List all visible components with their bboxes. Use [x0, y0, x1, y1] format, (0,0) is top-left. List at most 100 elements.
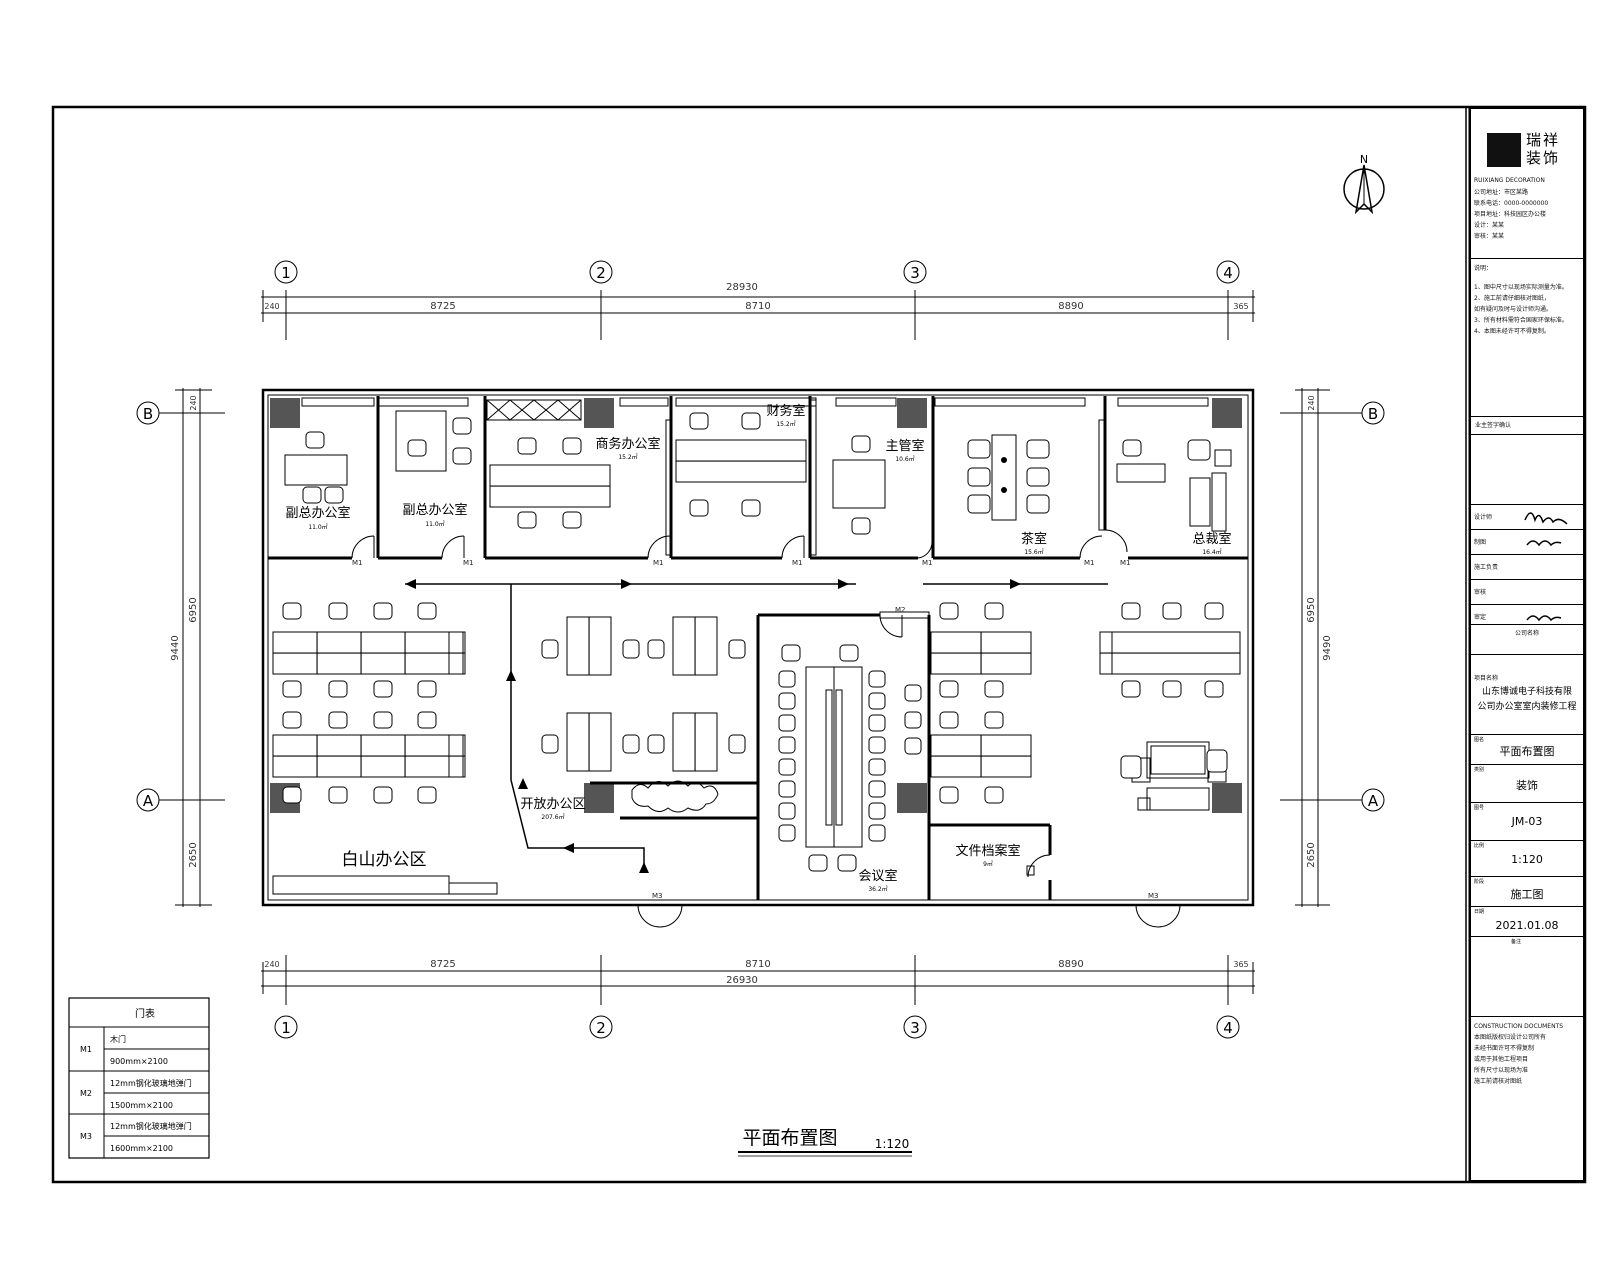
svg-text:A: A	[143, 792, 154, 810]
chair	[1121, 602, 1141, 620]
chair	[417, 711, 437, 729]
chair	[728, 734, 746, 754]
project-section: 项目名称 山东博诚电子科技有限 公司办公室室内装修工程	[1471, 655, 1583, 735]
dim-left-total: 9440	[170, 635, 181, 660]
chair	[373, 711, 393, 729]
chair	[1122, 439, 1142, 457]
note-line: 1、图中尺寸以现场实际测量为准。	[1474, 284, 1568, 291]
chair	[778, 824, 796, 842]
axis-bubble-B-left: B	[136, 401, 160, 425]
desk	[448, 734, 464, 778]
chair	[868, 714, 886, 732]
room-area: 16.4㎡	[1202, 548, 1221, 556]
chair	[778, 780, 796, 798]
staff-role: 制图	[1474, 538, 1487, 546]
dim-left-seg: 240	[189, 395, 198, 410]
chair	[305, 431, 325, 449]
drawing-name-label: 图名	[1474, 737, 1485, 743]
chair	[868, 758, 886, 776]
chair	[741, 499, 761, 517]
dim-right-seg: 240	[1307, 395, 1316, 410]
chair	[984, 786, 1004, 804]
door-tag: M3	[1148, 892, 1159, 900]
footer-section: CONSTRUCTION DOCUMENTS 本图纸版权归设计公司所有 未经书面…	[1471, 1017, 1583, 1161]
axis-bubble-4: 4	[1216, 260, 1240, 284]
chair	[778, 692, 796, 710]
axis-bubble-A-right: A	[1361, 788, 1385, 812]
chair	[1162, 680, 1182, 698]
staff-role: 审定	[1474, 613, 1487, 621]
room-label-business-office: 商务办公室	[595, 436, 660, 452]
svg-text:4: 4	[1223, 1019, 1233, 1037]
chair	[967, 439, 991, 459]
chair	[328, 602, 348, 620]
drawing-name-section: 图名 平面布置图	[1471, 735, 1583, 765]
staff-role: 施工负责	[1474, 563, 1499, 571]
chair	[417, 786, 437, 804]
company-label: 公司名称	[1514, 630, 1539, 637]
axis-bubble-1: 1	[274, 260, 298, 284]
chair	[904, 711, 922, 729]
chair	[781, 644, 801, 662]
room-label-manager: 主管室	[885, 438, 924, 454]
project-label: 项目名称	[1474, 675, 1499, 682]
flow-arrow-icons	[405, 579, 1021, 873]
planter	[631, 780, 719, 813]
axis-bubble-1-bottom: 1	[274, 1015, 298, 1039]
chair	[541, 639, 559, 659]
signature-icon	[1526, 615, 1562, 622]
chair	[417, 680, 437, 698]
chair	[939, 711, 959, 729]
dim-top-seg: 365	[1233, 302, 1248, 311]
dim-top-total: 28930	[726, 282, 758, 293]
chair	[1206, 749, 1228, 773]
bottom-dimensions	[261, 955, 1255, 1005]
top-dimensions	[261, 290, 1255, 340]
stage-section: 阶段 施工图	[1471, 877, 1583, 907]
axis-bubble-3: 3	[903, 260, 927, 284]
desk	[284, 454, 348, 486]
chair	[282, 711, 302, 729]
room-area: 11.0㎡	[425, 520, 444, 528]
chair	[328, 680, 348, 698]
door-tag: M1	[653, 559, 664, 567]
chair	[689, 412, 709, 430]
staff-role: 设计师	[1474, 513, 1493, 521]
dim-bottom-seg: 8890	[1058, 959, 1083, 970]
notes-section: 说明： 1、图中尺寸以现场实际测量为准。 2、施工前请仔细核对图纸， 如有疑问及…	[1471, 259, 1583, 417]
company-sub: RUIXIANG DECORATION	[1474, 177, 1545, 184]
room-label-vp-office: 副总办公室	[285, 505, 350, 521]
legend-desc: 12mm钢化玻璃地弹门	[110, 1121, 192, 1131]
chair	[417, 602, 437, 620]
dim-top-seg: 240	[264, 302, 279, 311]
project-name: 山东博诚电子科技有限	[1481, 687, 1572, 697]
client-label: 业主签字确认	[1471, 417, 1583, 435]
stage-label: 阶段	[1474, 879, 1485, 885]
address-line: 设计：某某	[1474, 222, 1505, 229]
chair	[728, 639, 746, 659]
room-area: 11.0㎡	[308, 523, 327, 531]
chair	[689, 499, 709, 517]
date-label: 日期	[1474, 909, 1485, 915]
company-logo-icon	[1487, 133, 1521, 167]
note-line: 2、施工前请仔细核对图纸，	[1474, 295, 1550, 302]
dim-bottom-seg: 8725	[430, 959, 455, 970]
legend-size: 1500mm×2100	[110, 1101, 173, 1110]
scale-label: 比例	[1474, 843, 1485, 849]
chair	[868, 736, 886, 754]
room-area: 207.6㎡	[541, 813, 564, 821]
room-area: 15.2㎡	[618, 453, 637, 461]
drawing-number: JM-03	[1511, 815, 1543, 828]
chair	[282, 786, 302, 804]
room-label-open-office: 开放办公区	[520, 797, 585, 812]
room-label-white-office: 白山办公区	[342, 850, 427, 870]
chair	[1120, 755, 1142, 779]
chair	[647, 734, 665, 754]
footer-line: 本图纸版权归设计公司所有	[1474, 1034, 1547, 1041]
chair	[967, 494, 991, 514]
room-label-tea-room: 茶室	[1021, 531, 1047, 547]
room-label-ceo-office: 总裁室	[1192, 531, 1231, 547]
axis-bubble-3-bottom: 3	[903, 1015, 927, 1039]
room-label-vp-office: 副总办公室	[402, 502, 467, 518]
